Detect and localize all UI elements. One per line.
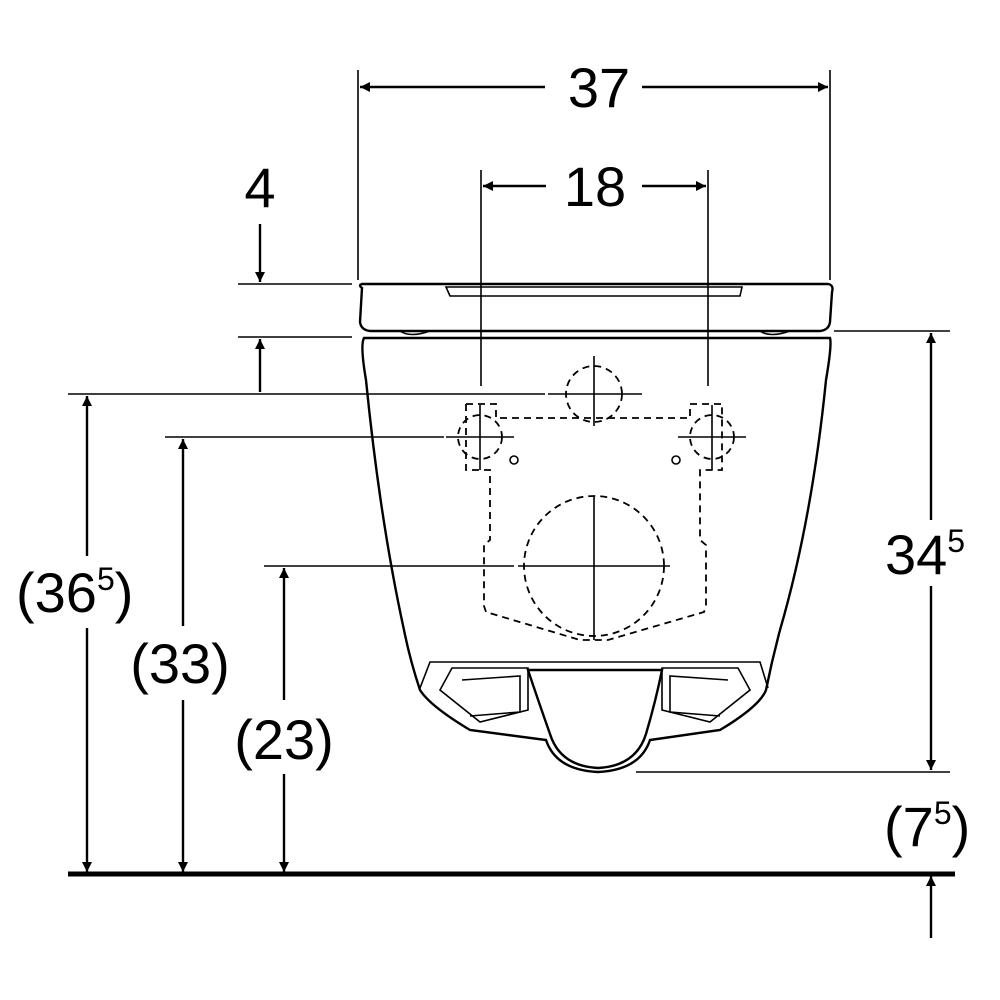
outlet-spout [526,668,664,770]
dim-label-fixing-height-mid: (33) [130,632,230,695]
dim-label-pan-height: 345 [885,523,965,586]
dimension-arrows [82,82,936,938]
dim-label-seat-offset: 4 [244,156,275,219]
dim-label-overall-width: 37 [568,56,630,119]
dim-label-bottom-clearance: (75) [884,795,970,858]
rim-detail [419,661,769,689]
extension-lines [68,70,950,773]
wc-outline [358,282,834,774]
dim-label-fixing-height-low: (23) [234,708,334,771]
bowl-outline [361,336,832,774]
seat-lid [358,282,834,333]
dim-label-fixing-centres: 18 [564,155,626,218]
seat-recess [444,286,743,297]
dim-label-fixing-height-top: (365) [16,561,133,624]
